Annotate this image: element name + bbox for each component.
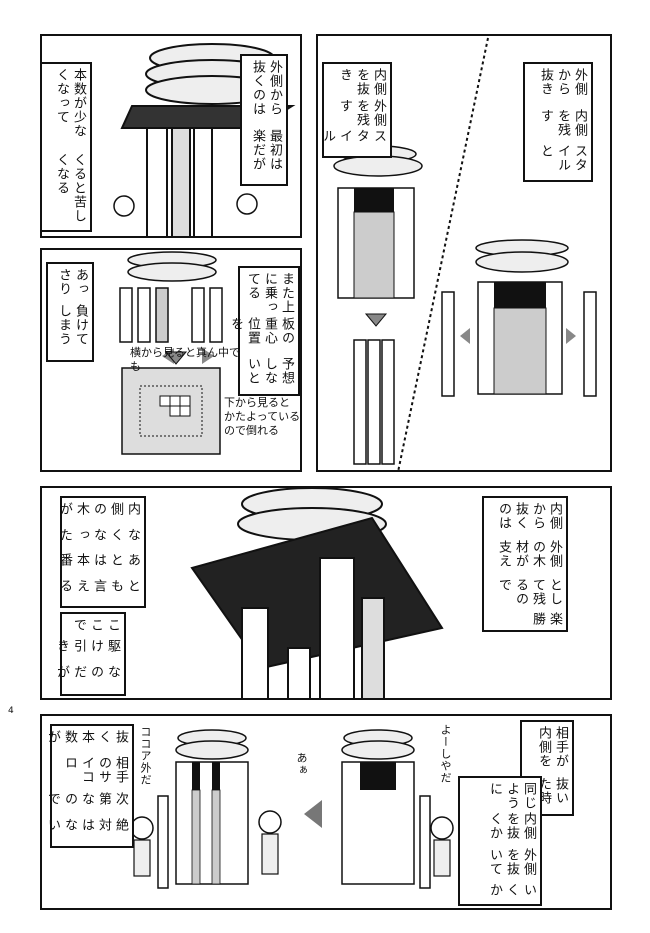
bubble-line: 予想しないと: [245, 357, 294, 386]
speech-bubble-b: 内側の木が なくなった あとは本番 とも言える: [57, 496, 146, 608]
sound-effect-b: ココア外だ: [139, 726, 152, 786]
panel-4: 内側から抜くのは 外側の木材が支え として残るので 楽勝 内側の木が なくなった…: [40, 486, 612, 700]
speech-bubble-a: 外側から抜き 内側を残す スタイルと: [523, 62, 593, 182]
bubble-line: 内側から抜くのは: [496, 502, 562, 530]
speech-bubble-b: あっさり 負けてしまう: [46, 262, 94, 362]
speech-bubble-b: 内側を抜き 外側を残す スタイル: [320, 62, 392, 158]
bubble-line: 相手のサイコロ: [62, 756, 128, 785]
panel-3: また上に乗ってる 板の重心位置を 予想しないと あっさり 負けてしまう 横から見…: [40, 248, 302, 472]
bubble-line: あっさり: [56, 268, 88, 296]
two-towers-illustration: [130, 729, 454, 889]
bubble-line: 同じように: [487, 782, 536, 810]
speech-bubble-a: 外側から抜くのは 最初は楽だが: [240, 54, 288, 186]
note-line: 下から見ると: [224, 396, 290, 409]
bubble-line: 本数が少なくなって: [54, 68, 86, 138]
bubble-line: 内側を残す: [538, 109, 587, 137]
bubble-line: 板の重心位置を: [228, 317, 294, 346]
bubble-line: 外側の木材が支え: [496, 540, 562, 569]
bubble-line: なのだが: [54, 665, 120, 680]
bubble-line: スタイルと: [538, 143, 587, 172]
note-line: かたよっている: [224, 410, 301, 423]
bubble-line: 次第なので: [45, 791, 128, 806]
panel-5: 相手が内側を 抜いた時 同じように 内側を抜くか 外側を抜いて いくか 抜く本数…: [40, 714, 612, 910]
bubble-line: なくなった: [57, 527, 140, 542]
bubble-line: 外側を残す: [337, 98, 386, 127]
panel-2: 外側から抜き 内側を残す スタイルと 内側を抜き 外側を残す スタイル: [316, 34, 612, 472]
speech-bubble-c: 抜く本数が 相手のサイコロ 次第なので 絶対はない: [45, 724, 134, 848]
bubble-line: 相手が内側を: [536, 726, 568, 768]
bubble-line: 内側を抜き: [337, 68, 386, 96]
speech-bubble-b: 本数が少なくなって くると苦しくなる: [42, 62, 92, 232]
sound-effect-c: あぁ: [295, 752, 308, 776]
tower-closeup-illustration: [190, 488, 444, 698]
bubble-line: くると苦しくなる: [54, 152, 86, 223]
bubble-line: 負けてしまう: [56, 304, 88, 347]
bubble-line: 最初は楽だが: [250, 129, 282, 172]
bubble-line: また上に乗ってる: [245, 272, 294, 314]
bubble-line: スタイル: [320, 129, 386, 144]
bubble-line: 外側から抜き: [538, 68, 587, 96]
bubble-line: ここで: [71, 618, 120, 632]
bubble-line: 外側から抜くのは: [250, 60, 282, 116]
sound-effect-a: よーしやだ: [439, 724, 452, 784]
bubble-line: として残るので: [496, 578, 562, 607]
handwritten-note-bottom: 下から見ると かたよっている ので倒れる: [224, 396, 301, 438]
handwritten-note-top: 横から見ると真ん中でも: [130, 346, 240, 373]
bubble-line: いくか: [487, 883, 536, 898]
bubble-line: 外側を抜いて: [487, 847, 536, 876]
diagram-top-view: [119, 251, 223, 455]
speech-bubble-c: ここで 駆け引き なのだが: [54, 612, 126, 696]
speech-bubble-a: 内側から抜くのは 外側の木材が支え として残るので 楽勝: [482, 496, 568, 632]
speech-bubble-b: 同じように 内側を抜くか 外側を抜いて いくか: [458, 776, 542, 906]
panel-1: 外側から抜くのは 最初は楽だが 本数が少なくなって くると苦しくなる: [40, 34, 302, 238]
bubble-line: あとは本番: [57, 553, 140, 567]
bubble-line: 楽勝: [530, 612, 562, 626]
page-number: 4: [8, 706, 14, 716]
bubble-line: 内側を抜くか: [487, 812, 536, 840]
comparison-diagram: [333, 37, 597, 470]
speech-bubble-a: また上に乗ってる 板の重心位置を 予想しないと: [228, 266, 300, 396]
note-line: ので倒れる: [224, 424, 279, 437]
bubble-line: とも言える: [57, 578, 140, 593]
bubble-line: 抜く本数が: [45, 730, 128, 744]
bubble-line: 絶対はない: [45, 817, 128, 832]
bubble-line: 内側の木が: [57, 502, 140, 516]
bubble-line: 駆け引き: [54, 638, 120, 653]
